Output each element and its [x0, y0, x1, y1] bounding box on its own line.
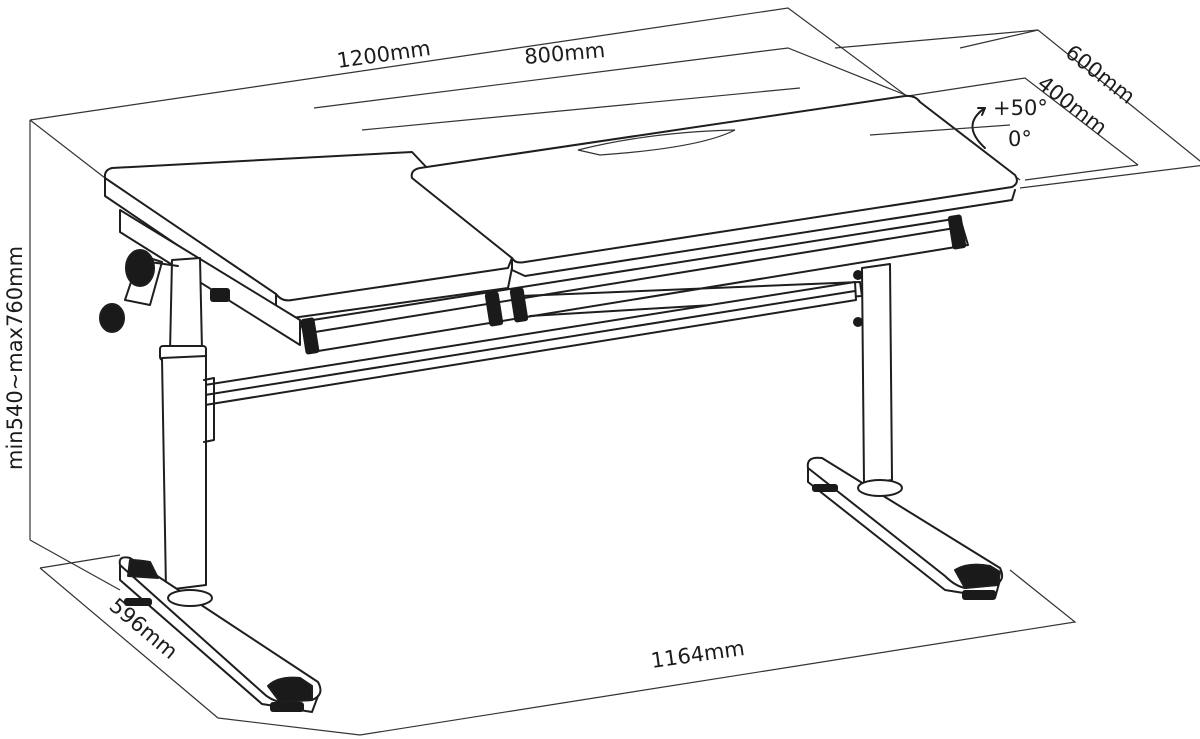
left-leg: [118, 257, 322, 713]
tilt-top-width-label: 800mm: [523, 38, 606, 69]
right-leg: [806, 263, 1004, 600]
height-range-label: min540~max760mm: [3, 246, 27, 470]
crank-handle: [99, 249, 230, 333]
tilt-max-angle-label: +50°: [993, 96, 1048, 120]
desktop-tilt-panel: [410, 94, 1018, 277]
tilt-angle-indicator: [869, 107, 1011, 149]
drawer-frame: [119, 209, 969, 355]
tilt-min-angle-label: 0°: [1008, 127, 1032, 151]
base-width-label: 1164mm: [649, 636, 746, 673]
